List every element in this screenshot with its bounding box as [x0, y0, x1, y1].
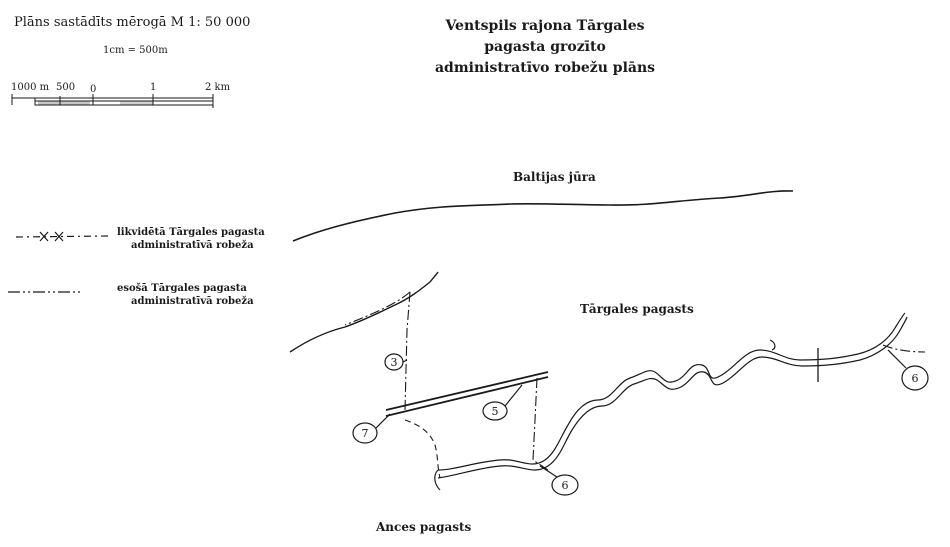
- marker-7: 7: [352, 413, 391, 444]
- legend-sample-liquidated-boundary: [15, 231, 109, 242]
- marker-6-south-label: 6: [562, 479, 569, 492]
- west-coastline: [289, 271, 439, 353]
- scale-ratio: 1cm = 500m: [103, 45, 168, 56]
- road: [385, 371, 549, 417]
- marker-5-label: 5: [492, 405, 499, 418]
- scale-bar: [11, 94, 214, 108]
- legend-1-line1: likvidētā Tārgales pagasta: [117, 227, 265, 238]
- liquidated-boundary: [404, 419, 441, 479]
- scale-tick-1: 1: [150, 82, 157, 93]
- sea-label: Baltijas jūra: [513, 170, 596, 184]
- scale-title: Plāns sastādīts mērogā M 1: 50 000: [14, 15, 251, 30]
- marker-6-south: 6: [539, 465, 579, 496]
- legend-2-line1: esošā Tārgales pagasta: [117, 283, 247, 294]
- scale-tick-1000m: 1000 m: [11, 82, 50, 93]
- marker-6-east-label: 6: [912, 372, 919, 385]
- scale-tick-0: 0: [90, 84, 97, 95]
- legend-1-line2: administratīvā robeža: [131, 240, 254, 251]
- coastline: [292, 190, 794, 242]
- marker-7-label: 7: [362, 427, 369, 440]
- legend-2-line2: administratīvā robeža: [131, 296, 254, 307]
- river: [434, 312, 908, 491]
- legend-item-existing-boundary: esošā Tārgales pagasta administratīvā ro…: [117, 282, 254, 308]
- scale-tick-500: 500: [56, 82, 76, 93]
- legend-item-liquidated-boundary: likvidētā Tārgales pagasta administratīv…: [117, 226, 265, 252]
- map-title: Ventspils rajona Tārgales pagasta grozīt…: [434, 18, 656, 76]
- ances-parish-label: Ances pagasts: [376, 520, 472, 534]
- scale-tick-2km: 2 km: [205, 82, 231, 93]
- marker-3: 3: [384, 353, 408, 371]
- existing-boundary: [344, 291, 926, 471]
- targales-parish-label: Tārgales pagasts: [580, 302, 694, 316]
- point-markers: 3 7 5 6 6: [352, 349, 929, 496]
- marker-6-east: 6: [887, 349, 929, 391]
- marker-5: 5: [482, 384, 523, 421]
- marker-3-label: 3: [391, 356, 398, 369]
